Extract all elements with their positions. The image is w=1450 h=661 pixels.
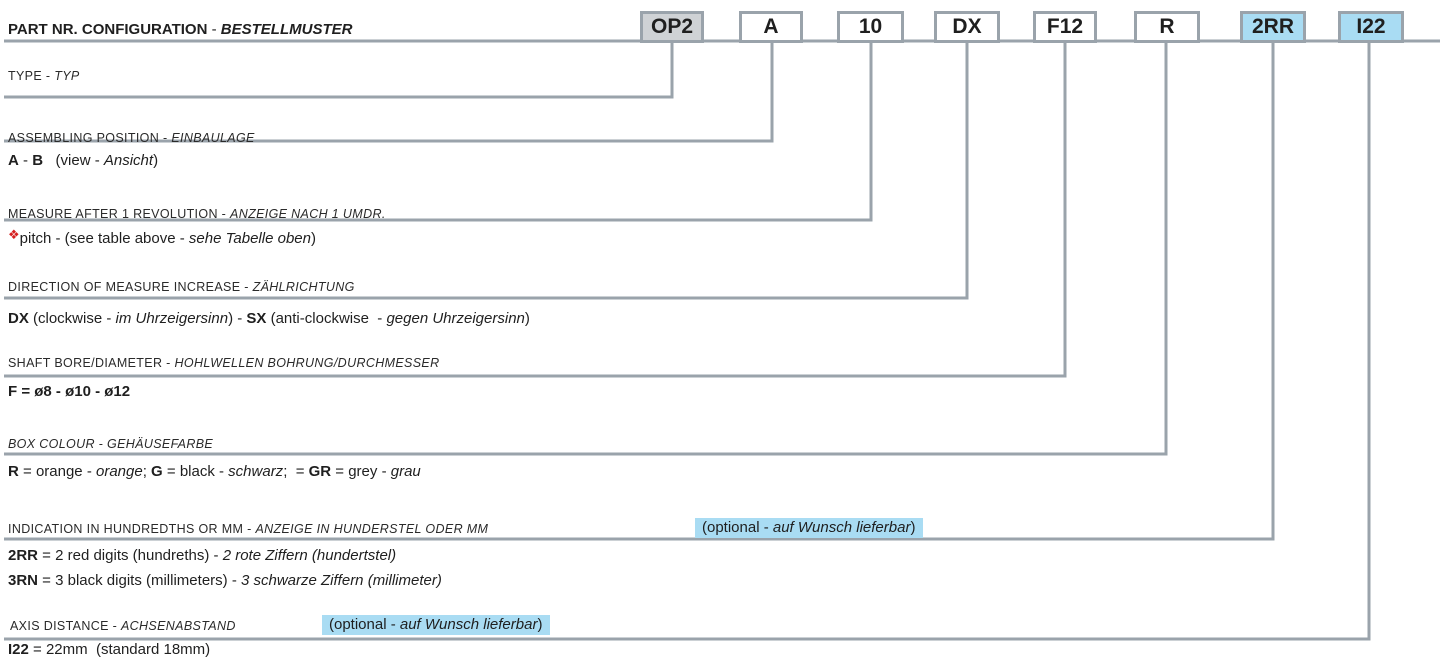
indication-option-2rr: 2RR = 2 red digits (hundreths) - 2 rote … <box>8 547 397 564</box>
connector-direction <box>4 41 969 300</box>
code-box-assembling: A <box>739 11 803 43</box>
direction-heading: DIRECTION OF MEASURE INCREASE - ZÄHLRICH… <box>8 280 355 294</box>
axis-heading: AXIS DISTANCE - ACHSENABSTAND <box>10 619 236 633</box>
connector-measure <box>4 41 873 222</box>
connector-axis <box>4 41 1371 641</box>
code-box-indication: 2RR <box>1240 11 1306 43</box>
assembling-options: A - B (view - Ansicht) <box>8 152 159 169</box>
indication-option-3rn: 3RN = 3 black digits (millimeters) - 3 s… <box>8 572 442 589</box>
connector-colour <box>4 41 1168 456</box>
indication-heading: INDICATION IN HUNDREDTHS OR MM - ANZEIGE… <box>8 522 489 536</box>
page-title: PART NR. CONFIGURATION - BESTELLMUSTER <box>8 21 353 38</box>
shaft-heading: SHAFT BORE/DIAMETER - HOHLWELLEN BOHRUNG… <box>8 356 440 370</box>
colour-heading: BOX COLOUR - GEHÄUSEFARBE <box>8 437 214 451</box>
measure-options: ❖pitch - (see table above - sehe Tabelle… <box>8 227 316 247</box>
measure-heading: MEASURE AFTER 1 REVOLUTION - ANZEIGE NAC… <box>8 207 386 221</box>
code-box-type: OP2 <box>640 11 704 43</box>
axis-option-i22: I22 = 22mm (standard 18mm) <box>8 641 211 658</box>
direction-options: DX (clockwise - im Uhrzeigersinn) - SX (… <box>8 310 530 327</box>
code-box-colour: R <box>1134 11 1200 43</box>
type-heading: TYPE - TYP <box>8 69 80 83</box>
code-box-shaft: F12 <box>1033 11 1097 43</box>
connector-indication <box>4 41 1275 541</box>
assembling-heading: ASSEMBLING POSITION - EINBAULAGE <box>8 131 255 145</box>
colour-options: R = orange - orange; G = black - schwarz… <box>8 463 421 480</box>
axis-optional-badge: (optional - auf Wunsch lieferbar) <box>322 615 551 635</box>
connector-type <box>4 41 674 99</box>
connector-shaft <box>4 41 1067 378</box>
footnote-star-icon: ❖ <box>8 227 20 242</box>
connector-assembling <box>4 41 774 143</box>
shaft-options: F = ø8 - ø10 - ø12 <box>8 383 131 400</box>
code-box-measure: 10 <box>837 11 904 43</box>
code-box-axis: I22 <box>1338 11 1404 43</box>
code-box-direction: DX <box>934 11 1000 43</box>
indication-optional-badge: (optional - auf Wunsch lieferbar) <box>695 518 924 538</box>
